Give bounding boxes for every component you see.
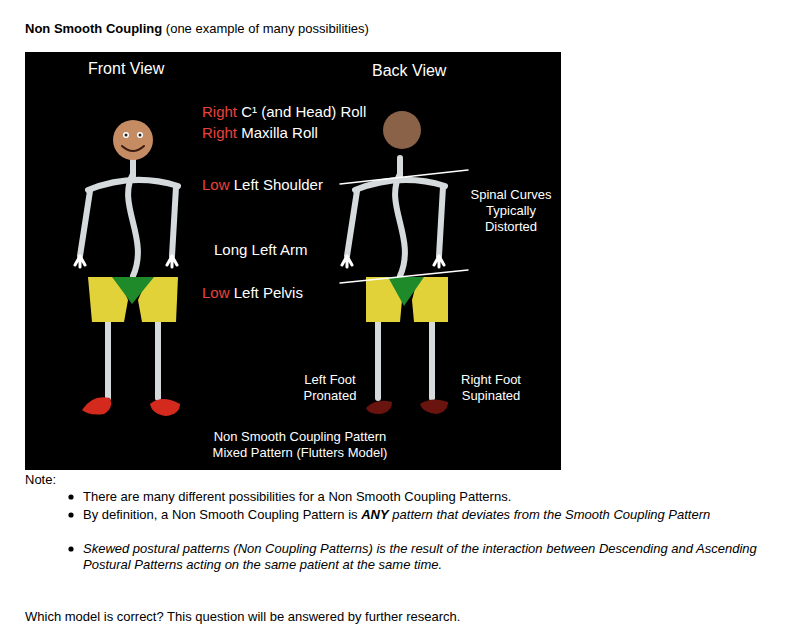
page-title: Non Smooth Coupling bbox=[25, 21, 162, 36]
view-label: Back View bbox=[372, 62, 446, 79]
text-line: LowLeft Pelvis bbox=[202, 284, 303, 301]
finding-label: C¹ (and Head) Roll bbox=[241, 103, 366, 120]
finding-label: Long Left Arm bbox=[214, 241, 307, 258]
finding-label: Left Foot Pronated bbox=[304, 372, 357, 403]
note-item: By definition, a Non Smooth Coupling Pat… bbox=[83, 507, 358, 522]
text-line: Left Foot Pronated bbox=[292, 372, 368, 404]
side-word: Low bbox=[202, 284, 230, 301]
text-line: Back View bbox=[372, 62, 446, 80]
text-line: Non Smooth Coupling Pattern bbox=[150, 429, 450, 445]
text-line: Spinal Curves Typically Distorted bbox=[470, 187, 552, 235]
text-line: RightC¹ (and Head) Roll bbox=[202, 103, 366, 120]
side-word: Right bbox=[202, 124, 237, 141]
emphasis-word: ANY bbox=[361, 507, 388, 522]
note-item: There are many different possibilities f… bbox=[83, 489, 511, 504]
pattern-caption: Mixed Pattern (Flutters Model) bbox=[213, 445, 388, 460]
text-line: RightMaxilla Roll bbox=[202, 124, 318, 141]
subtitle: (one example of many possibilities) bbox=[166, 21, 369, 36]
note-item: pattern that deviates from the Smooth Co… bbox=[392, 507, 710, 522]
text-line: Mixed Pattern (Flutters Model) bbox=[150, 445, 450, 461]
text-line: Which model is correct? This question wi… bbox=[25, 609, 765, 625]
text-line: By definition, a Non Smooth Coupling Pat… bbox=[83, 507, 773, 523]
panel-ground bbox=[25, 52, 561, 470]
text-line: Note: bbox=[25, 472, 56, 488]
side-word: Low bbox=[202, 176, 230, 193]
text-line: Right Foot Supinated bbox=[450, 372, 532, 404]
note-heading: Note: bbox=[25, 472, 56, 487]
text-line: There are many different possibilities f… bbox=[83, 489, 773, 505]
text-line: LowLeft Shoulder bbox=[202, 176, 323, 193]
text-line: Non Smooth Coupling (one example of many … bbox=[25, 21, 725, 36]
text-line: Skewed postural patterns (Non Coupling P… bbox=[83, 541, 773, 573]
pattern-caption: Non Smooth Coupling Pattern bbox=[214, 429, 387, 444]
finding-label: Right Foot Supinated bbox=[461, 372, 521, 403]
back-figure bbox=[340, 111, 468, 414]
note-item: Skewed postural patterns (Non Coupling P… bbox=[83, 541, 757, 572]
finding-label: Left Shoulder bbox=[234, 176, 323, 193]
closing-question: Which model is correct? This question wi… bbox=[25, 609, 460, 624]
finding-label: Left Pelvis bbox=[234, 284, 303, 301]
finding-label: Spinal Curves Typically Distorted bbox=[471, 187, 552, 234]
bullet-dot bbox=[68, 494, 73, 551]
text-line: Front View bbox=[88, 60, 164, 78]
text-line: Long Left Arm bbox=[214, 241, 307, 258]
finding-label: Maxilla Roll bbox=[241, 124, 318, 141]
side-word: Right bbox=[202, 103, 237, 120]
view-label: Front View bbox=[88, 60, 164, 77]
front-figure bbox=[75, 120, 180, 416]
